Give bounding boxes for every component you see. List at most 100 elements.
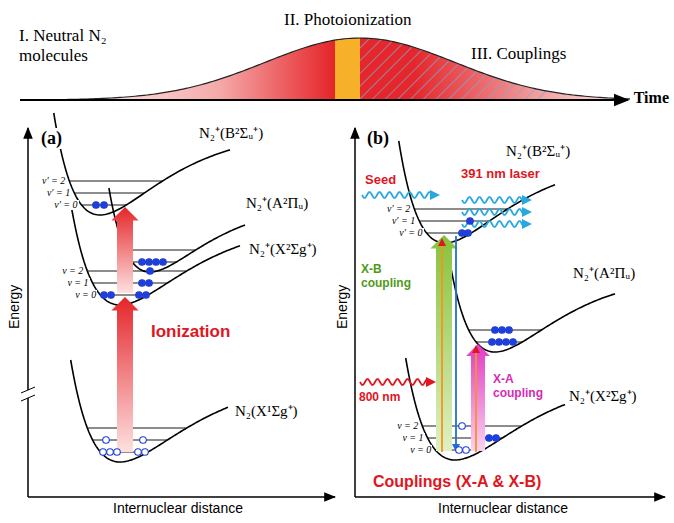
vibrational-level [414,209,507,210]
state-label: N₂⁺(X²Σg⁺) [568,385,638,405]
distance-axis [28,496,335,498]
seed-wave-head [430,190,440,200]
vibrational-level-label: v = 2 [396,421,419,431]
population-dot [467,218,474,225]
distance-axis [355,496,665,498]
depleted-state [107,449,114,456]
population-dot [499,327,506,334]
transition-arrows [111,190,532,452]
depleted-state [114,449,121,456]
laser-391nm-wave [462,197,524,203]
xb-coupling-arrow [430,235,457,451]
state-label: N₂⁺(B²Σᵤ⁺) [505,140,571,160]
panel-label: (b) [366,128,390,149]
population-dot [486,435,493,442]
population-dot [492,327,499,334]
axis-break-gap [22,390,34,398]
depleted-state [140,437,147,444]
pump-800nm-wave [360,379,428,385]
state-label: N₂⁺(A²Πᵤ) [572,262,636,282]
pump-transition [441,244,443,452]
population-dot [143,292,150,299]
potential-curve [71,360,228,462]
phase-label: III. Couplings [470,44,567,64]
pulse-outline [60,38,630,100]
state-label: N₂⁺(X²Σg⁺) [248,238,318,258]
population-dot [93,202,100,209]
process-label: 391 nm laser [460,166,541,181]
phase-label: I. Neutral N₂ molecules [18,26,150,66]
process-label: Ionization [150,322,231,342]
pump-transition [475,351,477,452]
population-dot [153,259,160,266]
axes [21,128,665,497]
population-dot [160,259,167,266]
emission-391nm [455,236,457,446]
ionization-arrow [111,207,138,293]
population-dot [510,339,517,346]
population-dot [136,292,143,299]
potential-curve [71,203,240,305]
vibrational-level-label: v = 2 [61,266,84,276]
population-dot [465,230,472,237]
process-label: Seed [364,172,397,187]
laser-391nm-wave [462,209,524,215]
population-dot [489,339,496,346]
population-dot [101,292,108,299]
population-dot [146,280,153,287]
vibrational-level [69,181,162,182]
state-label: N₂⁺(A²Πᵤ) [245,192,309,212]
population-dot [146,259,153,266]
pump-800nm-wave-head [426,377,436,387]
laser-pulse [20,30,630,100]
energy-axis [27,128,29,497]
population-dot [493,435,500,442]
axis-label: Internuclear distance [437,500,569,516]
vibrational-level-label: v′ = 2 [41,176,66,186]
population-dot [506,327,513,334]
axis-break [21,395,35,401]
state-label: N₂⁺(B²Σᵤ⁺) [198,122,264,142]
population-dot [101,202,108,209]
potential-curve [406,358,565,460]
population-dot [503,339,510,346]
vibrational-level-label: v′ = 2 [386,204,411,214]
laser-391nm-wave-head [522,195,532,205]
vibrational-level-label: v = 1 [401,433,424,443]
vibrational-level [125,250,195,251]
process-label: 800 nm [358,390,401,404]
population-dot [139,280,146,287]
vibrational-level-label: v′ = 1 [46,188,71,198]
vibrational-level-label: v′ = 0 [398,228,423,238]
time-axis [20,99,628,101]
laser-391nm-wave-head [522,207,532,217]
vibrational-level-label: v = 0 [74,290,97,300]
depleted-state [142,449,149,456]
axis-label: Energy [334,284,350,330]
depleted-state [463,447,470,454]
xa-coupling-arrow [466,344,490,451]
process-label: X-B coupling [360,262,418,290]
population-dot [147,268,154,275]
vibrational-level-label: v = 0 [409,445,432,455]
population-dot [496,339,503,346]
vibrational-level [87,428,186,429]
depleted-state [100,449,107,456]
ionization-arrow [111,297,138,452]
axis-break [21,387,35,393]
panel-label: (a) [40,128,63,149]
pump-transition-head [472,345,480,353]
populations [93,202,517,456]
seed-wave [362,192,432,198]
vibrational-level-label: v′ = 1 [391,216,416,226]
potential-curves [54,113,615,462]
pump-transition-head [438,238,446,246]
photoionization-band [335,30,360,100]
axis-label: Internuclear distance [112,500,244,516]
vibrational-level [87,271,186,272]
vibrational-level-label: v′ = 0 [53,200,78,210]
depleted-state [135,449,142,456]
process-label: X-A coupling [492,372,550,400]
